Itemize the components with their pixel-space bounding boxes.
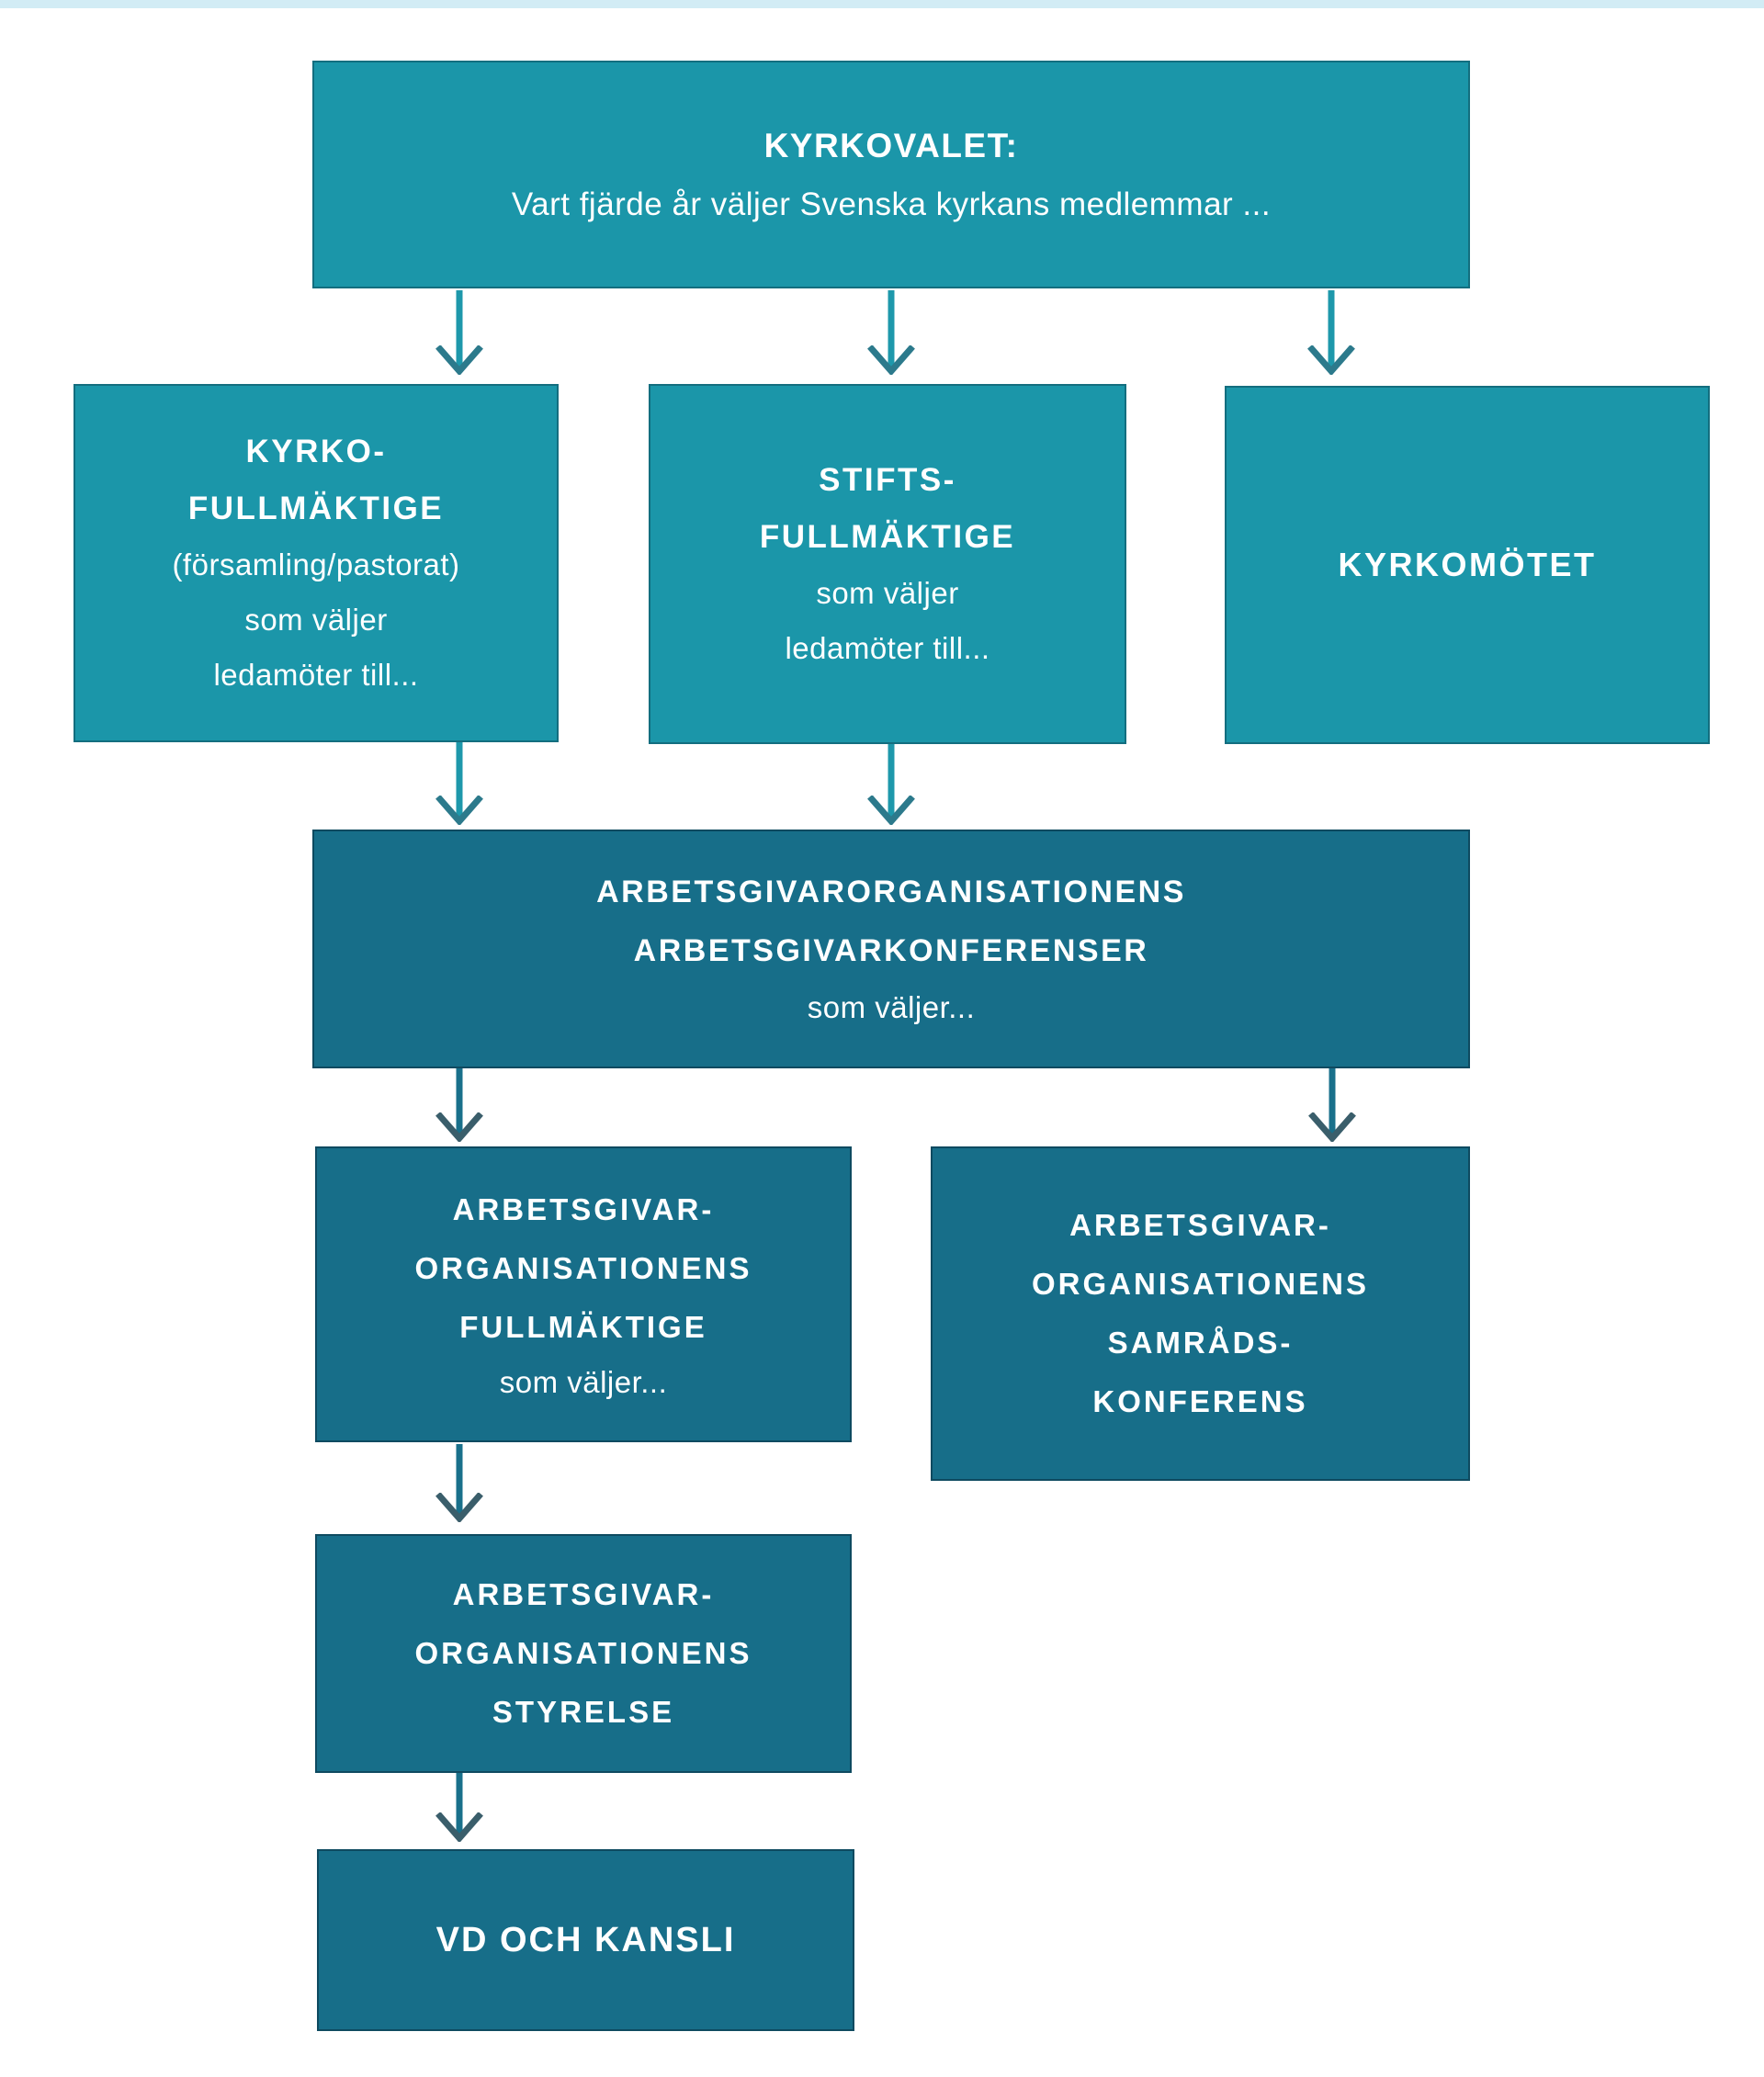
arrow-down-icon bbox=[1304, 290, 1359, 375]
node-title-line: KONFERENS bbox=[1092, 1384, 1308, 1418]
node-sub-line: som väljer bbox=[816, 576, 959, 610]
node-title-line: SAMRÅDS- bbox=[1107, 1326, 1294, 1360]
node-sub-line: som väljer... bbox=[499, 1365, 668, 1399]
node-title-line: ARBETSGIVARKONFERENSER bbox=[633, 933, 1149, 968]
node-arbetsgivarkonferenser: ARBETSGIVARORGANISATIONENS ARBETSGIVARKO… bbox=[312, 830, 1470, 1068]
node-title-line: ORGANISATIONENS bbox=[414, 1251, 752, 1285]
arrow-down-icon bbox=[864, 744, 919, 825]
node-sub-line: ledamöter till... bbox=[213, 658, 419, 692]
arrow-down-icon bbox=[864, 290, 919, 375]
node-title-line: KYRKOMÖTET bbox=[1338, 546, 1597, 583]
node-kyrkovalet: KYRKOVALET: Vart fjärde år väljer Svensk… bbox=[312, 61, 1470, 288]
arrow-down-icon bbox=[432, 1773, 487, 1842]
node-sub-line: som väljer bbox=[244, 603, 388, 637]
node-title-line: ORGANISATIONENS bbox=[1031, 1267, 1370, 1301]
node-title-line: STYRELSE bbox=[492, 1695, 675, 1729]
node-title-line: VD OCH KANSLI bbox=[435, 1921, 736, 1959]
node-vd-och-kansli: VD OCH KANSLI bbox=[317, 1849, 854, 2031]
node-kyrkomotet: KYRKOMÖTET bbox=[1225, 386, 1710, 744]
node-sub-line: som väljer... bbox=[807, 990, 976, 1024]
node-kyrkovalet-subtitle: Vart fjärde år väljer Svenska kyrkans me… bbox=[511, 186, 1272, 222]
node-title-line: FULLMÄKTIGE bbox=[459, 1310, 707, 1344]
arrow-down-icon bbox=[432, 290, 487, 375]
node-styrelse: ARBETSGIVAR- ORGANISATIONENS STYRELSE bbox=[315, 1534, 852, 1773]
node-title-line: ARBETSGIVAR- bbox=[1069, 1208, 1331, 1242]
node-arbetsgivarfullmaktige: ARBETSGIVAR- ORGANISATIONENS FULLMÄKTIGE… bbox=[315, 1146, 852, 1442]
node-title-line: ARBETSGIVAR- bbox=[452, 1577, 715, 1611]
node-title-line: STIFTS- bbox=[819, 462, 956, 498]
node-title-line: ORGANISATIONENS bbox=[414, 1636, 752, 1670]
node-title-line: KYRKO- bbox=[245, 434, 387, 469]
top-accent-band bbox=[0, 0, 1764, 8]
arrow-down-icon bbox=[432, 1068, 487, 1142]
node-sub-line: ledamöter till... bbox=[785, 631, 990, 665]
node-kyrkovalet-title: KYRKOVALET: bbox=[763, 127, 1019, 164]
node-title-line: FULLMÄKTIGE bbox=[759, 519, 1016, 555]
arrow-down-icon bbox=[432, 742, 487, 825]
node-kyrkofullmaktige: KYRKO- FULLMÄKTIGE (församling/pastorat)… bbox=[74, 384, 559, 742]
node-sub-line: (församling/pastorat) bbox=[172, 547, 460, 581]
node-title-line: ARBETSGIVARORGANISATIONENS bbox=[596, 875, 1186, 909]
node-stiftsfullmaktige: STIFTS- FULLMÄKTIGE som väljer ledamöter… bbox=[649, 384, 1126, 744]
node-title-line: ARBETSGIVAR- bbox=[452, 1192, 715, 1226]
node-samradskonferens: ARBETSGIVAR- ORGANISATIONENS SAMRÅDS- KO… bbox=[931, 1146, 1470, 1481]
arrow-down-icon bbox=[1305, 1068, 1360, 1142]
arrow-down-icon bbox=[432, 1444, 487, 1522]
node-title-line: FULLMÄKTIGE bbox=[187, 491, 445, 526]
